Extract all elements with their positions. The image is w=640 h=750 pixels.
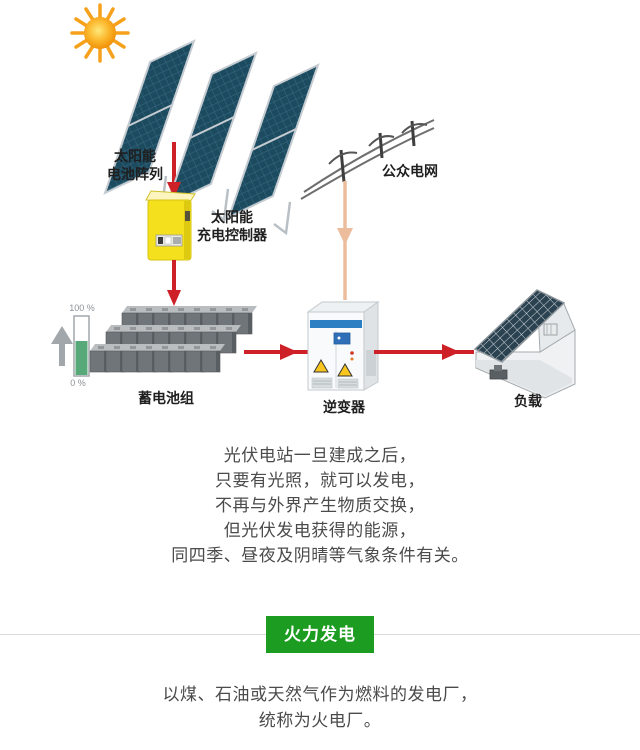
pv-text-line: 只要有光照，就可以发电， (215, 471, 425, 490)
inverter (306, 301, 380, 391)
solar-array-label: 太阳能 电池阵列 (107, 148, 163, 182)
grid-feed-arrow (337, 181, 353, 300)
battery-level-indicator (51, 315, 90, 377)
flow-arrow-battery-inverter (244, 344, 312, 360)
pv-text-line: 但光伏发电获得的能源， (223, 521, 417, 540)
flow-arrowhead-down-1 (167, 182, 181, 198)
battery-label: 蓄电池组 (138, 390, 194, 406)
battery-bank (89, 305, 258, 373)
controller-label: 太阳能 充电控制器 (197, 209, 267, 243)
thermal-text-line: 统称为火电厂。 (258, 711, 382, 730)
sun-icon (70, 3, 130, 63)
thermal-section-badge: 火力发电 (266, 616, 374, 653)
pv-text-line: 不再与外界产生物质交换， (215, 496, 425, 515)
power-grid (300, 119, 435, 200)
battery-empty-label: 0 % (70, 378, 86, 388)
flow-arrow-controller-battery (167, 260, 181, 306)
pv-text-line: 光伏电站一旦建成之后， (223, 446, 417, 465)
load-label: 负载 (514, 393, 542, 409)
charge-controller (145, 190, 196, 261)
solar-panel-array (104, 40, 319, 218)
thermal-description: 以煤、石油或天然气作为燃料的发电厂， 统称为火电厂。 (0, 682, 640, 734)
pv-system-diagram: 太阳能 电池阵列 太阳能 充电控制器 蓄电池组 逆变器 公众电网 负载 100 … (51, 3, 576, 415)
thermal-text-line: 以煤、石油或天然气作为燃料的发电厂， (162, 685, 478, 704)
pv-description: 光伏电站一旦建成之后， 只要有光照，就可以发电， 不再与外界产生物质交换， 但光… (0, 443, 640, 568)
flow-arrow-inverter-load (374, 344, 474, 360)
load-house (473, 289, 576, 399)
pv-text-line: 同四季、昼夜及阴晴等气象条件有关。 (171, 546, 469, 565)
battery-full-label: 100 % (69, 303, 95, 313)
diagram-canvas (51, 3, 576, 399)
grid-label: 公众电网 (382, 163, 438, 179)
inverter-label: 逆变器 (323, 399, 365, 415)
